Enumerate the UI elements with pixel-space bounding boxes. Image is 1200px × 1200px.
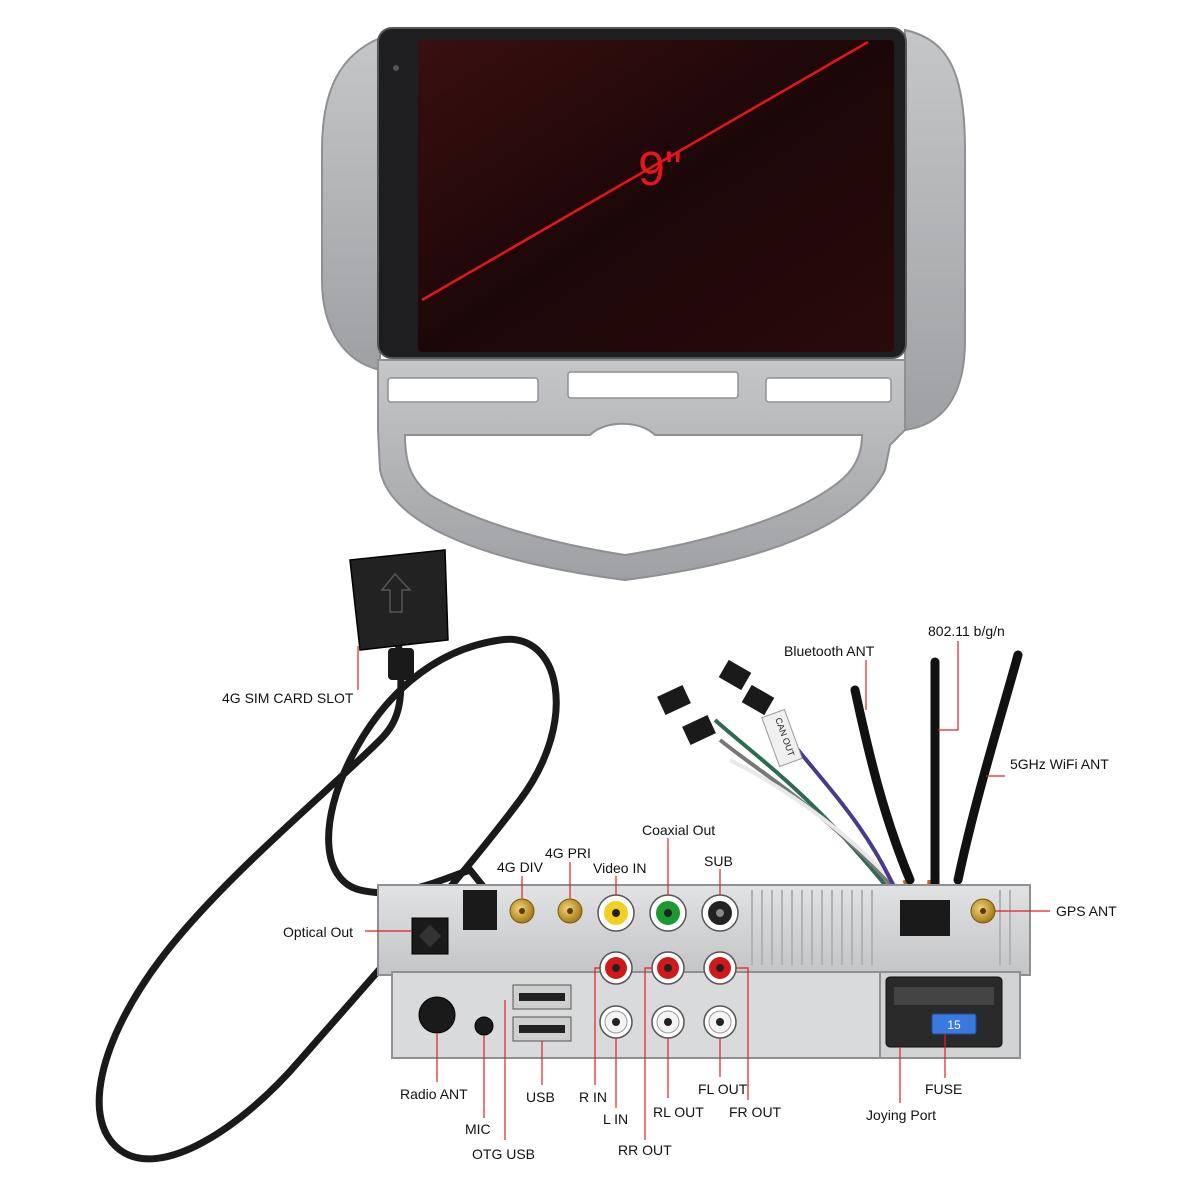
harness-clip bbox=[900, 900, 950, 936]
label-radio-ant: Radio ANT bbox=[400, 1086, 468, 1102]
rca-coaxial-out-pin bbox=[664, 909, 672, 917]
gold-connector-4g-pri-center bbox=[567, 908, 573, 914]
vent-slot-center bbox=[567, 371, 739, 399]
vent-slot-right bbox=[765, 377, 892, 403]
chassis-lower-body bbox=[391, 971, 891, 1059]
label-rl-out: RL OUT bbox=[653, 1104, 704, 1120]
joying-port-pins bbox=[894, 987, 994, 1005]
vent-slot-left bbox=[387, 377, 539, 403]
label-fr-out: FR OUT bbox=[729, 1104, 782, 1120]
label-optical-out: Optical Out bbox=[283, 924, 353, 940]
leader-rr-out bbox=[644, 967, 652, 1140]
radio-ant-port bbox=[418, 996, 456, 1034]
vent-slits bbox=[751, 890, 1011, 965]
rca-l-in-pin bbox=[612, 1018, 620, 1026]
label-rr-out: RR OUT bbox=[618, 1142, 672, 1158]
label-80211: 802.11 b/g/n bbox=[928, 623, 1005, 639]
sim-arrow-icon bbox=[380, 572, 412, 613]
label-5ghz-wifi: 5GHz WiFi ANT bbox=[1010, 756, 1109, 772]
antenna-bluetooth bbox=[850, 685, 915, 885]
plug-connector-4 bbox=[741, 684, 775, 716]
gold-connector-4g-div-center bbox=[519, 908, 525, 914]
plug-connector-1 bbox=[657, 685, 691, 715]
screen-size-label: 9" bbox=[638, 143, 682, 196]
rca-rr-out-pin bbox=[664, 964, 672, 972]
label-gps-ant: GPS ANT bbox=[1056, 903, 1117, 919]
screen-diagonal-line bbox=[421, 40, 869, 302]
rca-r-in-pin bbox=[612, 964, 620, 972]
chassis-rear-panel: 15 bbox=[377, 884, 1031, 1059]
wire-harness: CAN OUT Bluetooth ANT 802.11 b/g/n 5GHz … bbox=[657, 623, 1109, 912]
sim-module: 4G SIM CARD SLOT bbox=[95, 549, 560, 1163]
label-fuse: FUSE bbox=[925, 1081, 962, 1097]
sim-plug-chassis bbox=[463, 890, 497, 930]
screen-side-button bbox=[393, 65, 399, 71]
bezel-left-wing bbox=[321, 36, 381, 372]
label-video-in: Video IN bbox=[593, 860, 646, 876]
plug-connector-2 bbox=[682, 715, 716, 745]
label-coaxial-out: Coaxial Out bbox=[642, 822, 715, 838]
label-l-in: L IN bbox=[603, 1111, 628, 1127]
fuse-blue bbox=[931, 1013, 977, 1035]
mic-port bbox=[474, 1016, 494, 1036]
rca-sub-pin bbox=[716, 909, 724, 917]
fuse-value: 15 bbox=[947, 1018, 961, 1032]
label-bluetooth-ant: Bluetooth ANT bbox=[784, 643, 875, 659]
rca-rl-out-pin bbox=[664, 1018, 672, 1026]
label-joying-port: Joying Port bbox=[866, 1107, 936, 1123]
bezel-lower-cutout bbox=[403, 422, 864, 557]
callout-labels: Optical Out 4G DIV 4G PRI Video IN Coaxi… bbox=[283, 822, 1117, 1162]
label-mic: MIC bbox=[465, 1121, 491, 1137]
bezel-right-wing bbox=[904, 28, 966, 432]
rca-video-in-pin bbox=[612, 909, 620, 917]
label-r-in: R IN bbox=[579, 1089, 607, 1105]
head-unit: 9" bbox=[321, 27, 966, 582]
leader-fr-out bbox=[736, 967, 749, 1100]
label-otg-usb: OTG USB bbox=[472, 1146, 535, 1162]
plug-connector-3 bbox=[718, 659, 752, 691]
can-out-tag bbox=[761, 708, 803, 768]
sim-card-slot-box bbox=[349, 549, 449, 651]
label-4g-div: 4G DIV bbox=[497, 859, 544, 875]
leader-r-in bbox=[594, 967, 600, 1085]
wire-purple bbox=[788, 738, 902, 901]
optical-out-inner bbox=[418, 924, 442, 948]
usb-port-bottom-tongue bbox=[519, 1025, 565, 1033]
rca-fr-out-pin bbox=[716, 964, 724, 972]
antenna-5ghz bbox=[953, 650, 1023, 885]
label-sim-slot: 4G SIM CARD SLOT bbox=[222, 690, 354, 706]
rca-fl-out-pin bbox=[716, 1018, 724, 1026]
gold-connector-gps-center bbox=[980, 908, 986, 914]
optical-out-port bbox=[411, 917, 449, 955]
sim-strain-relief bbox=[388, 648, 414, 680]
leader-80211 bbox=[938, 641, 959, 731]
usb-port-top-tongue bbox=[519, 993, 565, 1001]
wire-green bbox=[713, 718, 907, 912]
label-fl-out: FL OUT bbox=[698, 1081, 748, 1097]
callouts bbox=[365, 838, 1050, 1140]
screen-glass bbox=[418, 40, 894, 352]
label-sub: SUB bbox=[704, 853, 733, 869]
label-usb: USB bbox=[526, 1089, 555, 1105]
label-4g-pri: 4G PRI bbox=[545, 845, 591, 861]
